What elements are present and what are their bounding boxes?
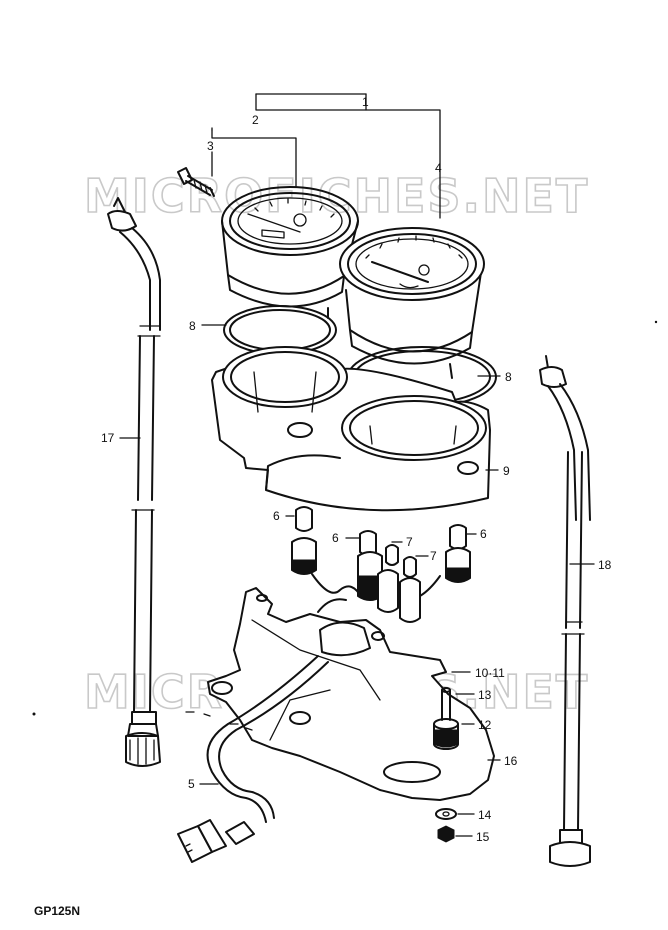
callout-6-right: 6: [480, 527, 487, 541]
model-code: GP125N: [34, 904, 81, 918]
callout-8-right: 8: [505, 370, 512, 384]
callout-17: 17: [101, 431, 115, 445]
callout-16: 16: [504, 754, 518, 768]
stud-part-13: [441, 687, 451, 721]
callout-18: 18: [598, 558, 612, 572]
callout-7-lower: 7: [430, 549, 437, 563]
callout-13: 13: [478, 688, 492, 702]
callout-5: 5: [188, 777, 195, 791]
callout-6-left: 6: [273, 509, 280, 523]
callout-3: 3: [207, 139, 214, 153]
wiring-harness-part-5: [177, 655, 329, 863]
callout-12: 12: [478, 718, 492, 732]
tachometer-cable-part-18: [539, 355, 591, 867]
callout-4: 4: [435, 161, 442, 175]
callout-10-11: 10·11: [475, 666, 505, 680]
washer-part-14: [435, 808, 457, 820]
speck-dot: [32, 712, 36, 716]
leader-lines: [119, 93, 595, 837]
meter-bracket-part-16: [207, 587, 495, 801]
speck-dot: [654, 320, 658, 324]
callout-9: 9: [503, 464, 510, 478]
callout-6-middle: 6: [332, 531, 339, 545]
speedometer-part-2: [221, 186, 359, 319]
nut-part-15: [437, 825, 455, 843]
collar-part-12: [433, 718, 459, 750]
meter-case-part-9: [211, 346, 491, 512]
bulb-sockets-part-6-7: [291, 506, 471, 623]
callout-14: 14: [478, 808, 492, 822]
screw-part-3: [177, 167, 215, 197]
callout-8-left: 8: [189, 319, 196, 333]
callout-7-upper: 7: [406, 535, 413, 549]
speedometer-cable-part-17: [107, 197, 161, 767]
tachometer-part-4: [339, 227, 485, 379]
callout-15: 15: [476, 830, 490, 844]
callout-1: 1: [362, 95, 369, 109]
callout-2: 2: [252, 113, 259, 127]
